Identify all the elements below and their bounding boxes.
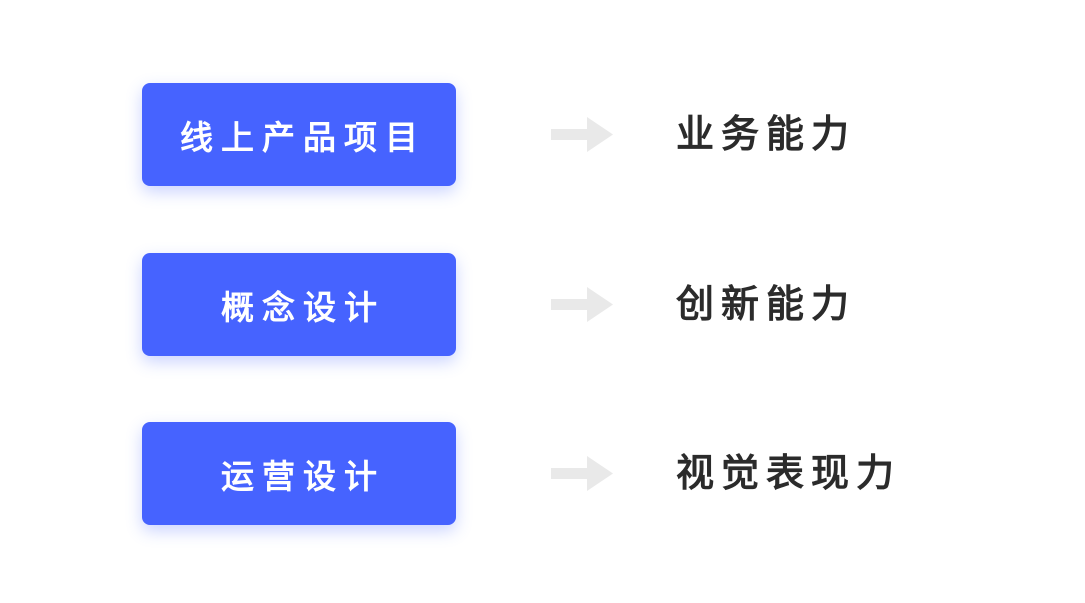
source-box-concept-design: 概念设计: [142, 253, 456, 356]
source-label: 线上产品项目: [180, 117, 426, 157]
target-label: 业务能力: [676, 112, 857, 156]
source-box-online-products: 线上产品项目: [142, 83, 456, 186]
mapping-row: 概念设计 创新能力: [0, 253, 1085, 356]
arrow-right-icon: [551, 117, 613, 152]
source-box-operations-design: 运营设计: [142, 422, 456, 525]
target-label: 视觉表现力: [676, 451, 902, 495]
source-label: 运营设计: [221, 456, 385, 496]
mapping-row: 线上产品项目 业务能力: [0, 83, 1085, 186]
mapping-row: 运营设计 视觉表现力: [0, 422, 1085, 525]
arrow-right-icon: [551, 287, 613, 322]
arrow-right-icon: [551, 456, 613, 491]
source-label: 概念设计: [221, 287, 385, 327]
target-label: 创新能力: [676, 282, 857, 326]
